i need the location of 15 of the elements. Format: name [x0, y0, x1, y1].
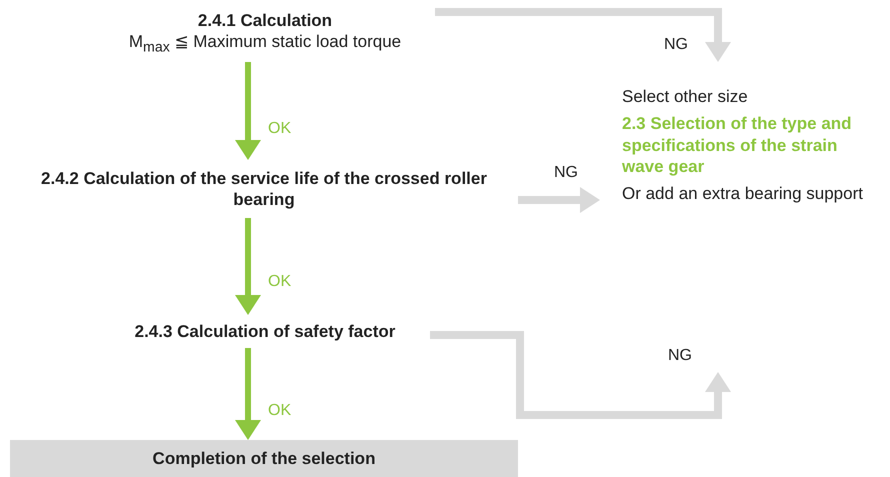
result-banner — [10, 440, 518, 477]
step-title: 2.4.2 Calculation of the service life of the crossed roller bearing — [40, 168, 488, 210]
note-text: Select other size — [622, 86, 748, 108]
arrow — [235, 218, 261, 315]
arrow — [430, 331, 731, 419]
note-text: Or add an extra bearing support — [622, 183, 863, 204]
arrow — [235, 348, 261, 440]
section-reference: 2.3 Selection of the type and specifications of the strain wave gear — [622, 113, 853, 177]
step-title: 2.4.1 Calculation — [198, 10, 332, 32]
arrow — [235, 62, 261, 160]
arrow — [435, 8, 731, 62]
step-title: 2.4.3 Calculation of safety factor — [134, 320, 396, 342]
arrow — [518, 187, 600, 213]
note-text: M$_{max}$ ≦ Maximum static load torque — [128, 31, 402, 58]
banner-text: Completion of the selection — [152, 448, 376, 470]
